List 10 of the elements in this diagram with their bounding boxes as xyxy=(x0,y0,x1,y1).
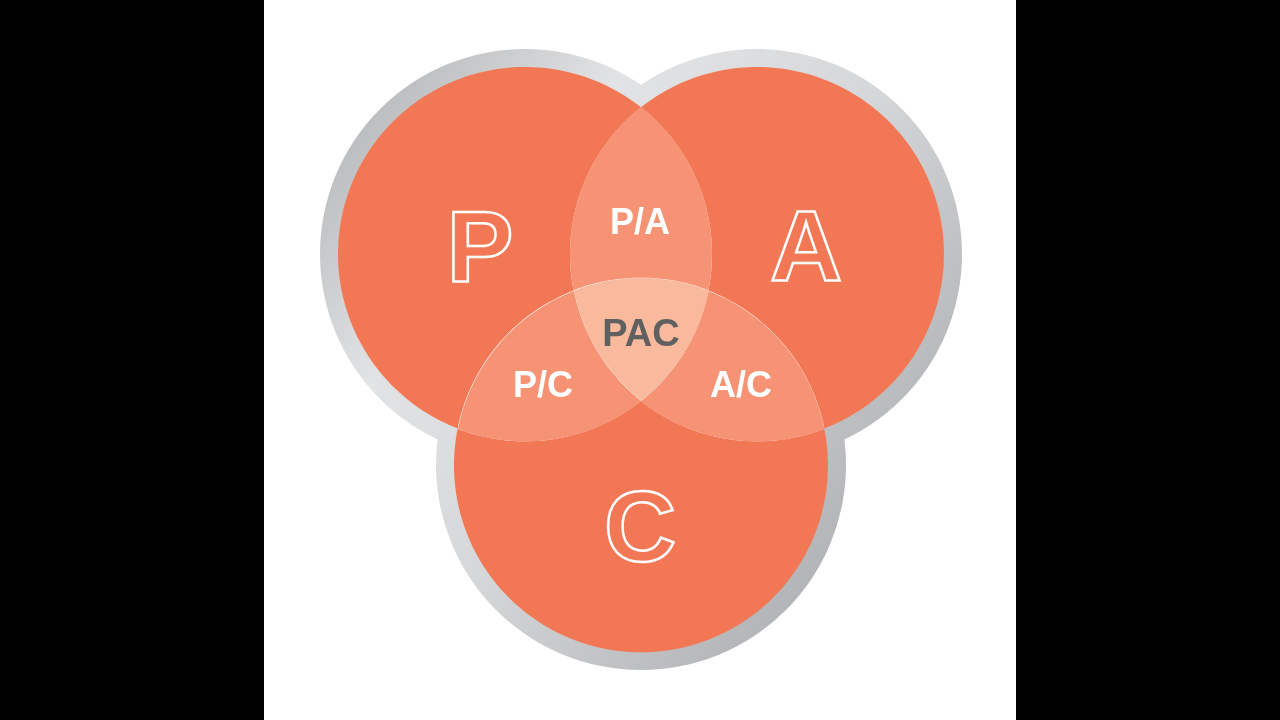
set-region xyxy=(454,400,828,652)
center-label: PAC xyxy=(602,314,680,352)
set-label: P xyxy=(446,196,514,296)
intersection-label: P/C xyxy=(513,367,573,403)
set-label: A xyxy=(769,196,843,296)
set-label: C xyxy=(603,476,677,576)
center-region xyxy=(573,278,709,401)
intersection-region xyxy=(570,107,712,291)
intersection-label: P/A xyxy=(610,204,670,240)
intersection-label: A/C xyxy=(710,367,772,403)
